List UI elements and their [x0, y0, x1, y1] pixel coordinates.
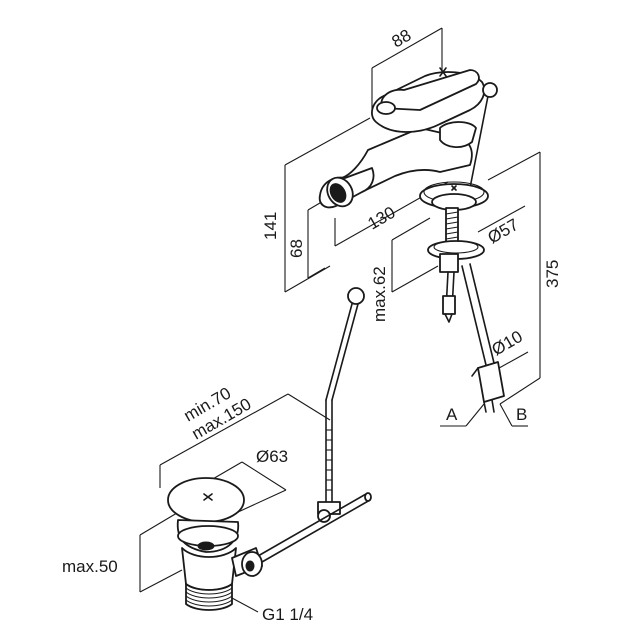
pop-up-waste — [167, 477, 263, 611]
dimension-130: 130 — [365, 203, 399, 234]
dimension-88: 88 — [389, 26, 415, 52]
dimension-68: 68 — [287, 239, 306, 258]
thread-size-label: G1 1/4 — [262, 605, 313, 624]
dimension-dia-63: Ø63 — [256, 447, 288, 466]
dimension-labels: 88 141 68 130 max.62 Ø57 375 Ø10 A B min… — [62, 26, 562, 624]
dimension-375: 375 — [543, 260, 562, 288]
dimension-dia-10: Ø10 — [489, 327, 526, 360]
pop-up-rod — [257, 287, 372, 563]
connection-label-a: A — [446, 405, 458, 424]
dimension-max-50: max.50 — [62, 557, 118, 576]
mixer-tap — [318, 67, 505, 413]
connection-label-b: B — [516, 405, 527, 424]
dimension-lines — [139, 27, 541, 613]
dimension-141: 141 — [261, 212, 280, 240]
dimension-max-62: max.62 — [370, 266, 389, 322]
dimension-dia-57: Ø57 — [485, 215, 522, 248]
